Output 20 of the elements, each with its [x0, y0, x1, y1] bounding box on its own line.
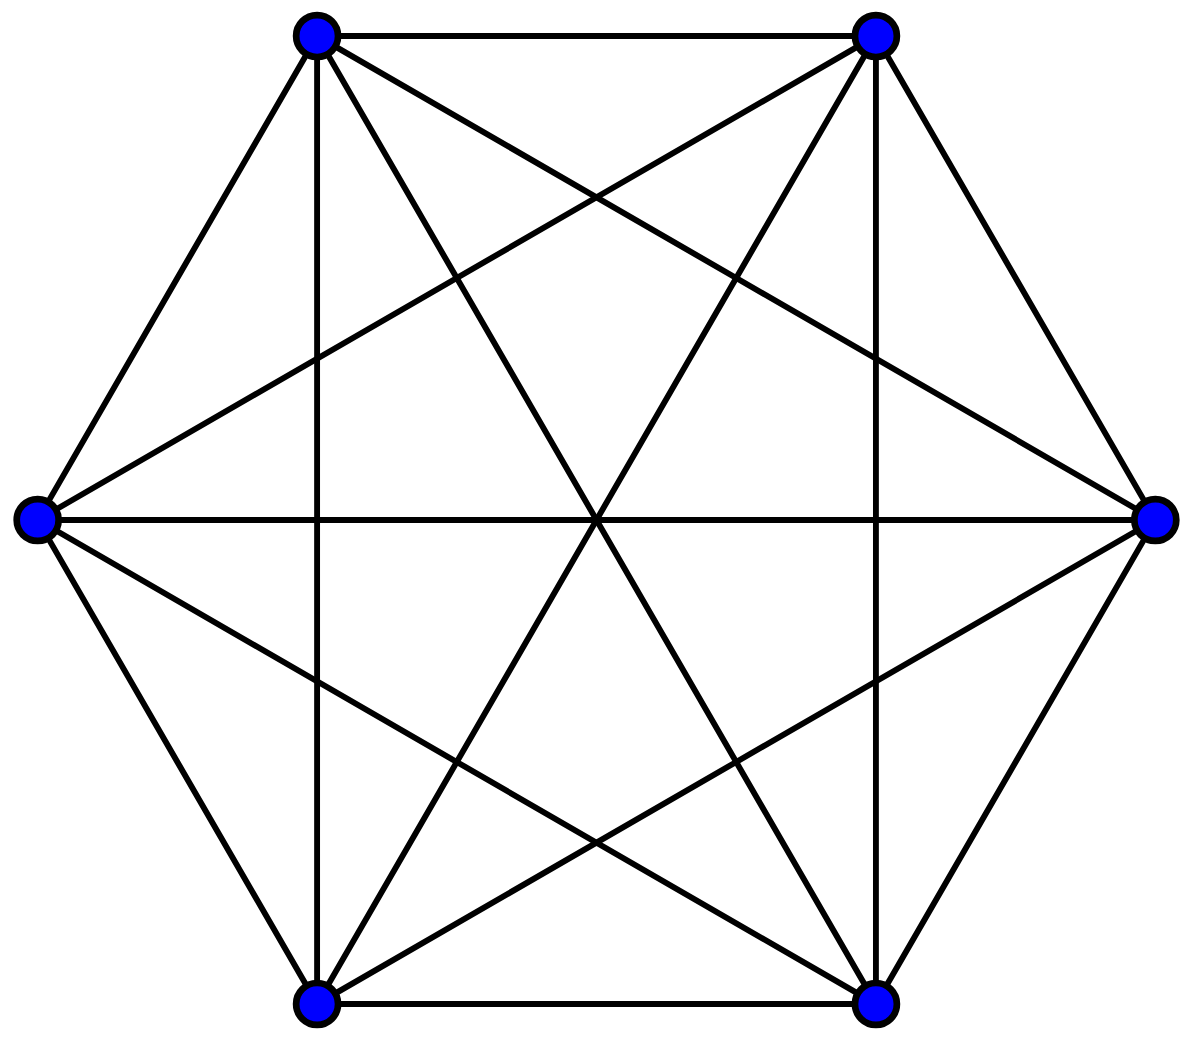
connector [334, 528, 1139, 996]
node-circle [292, 979, 342, 1029]
connector [338, 1001, 855, 1007]
node-circle [292, 11, 342, 61]
connector [45, 52, 309, 504]
node-circle [13, 495, 62, 545]
node-circle [1131, 495, 1180, 545]
connector [873, 57, 879, 983]
connector [338, 33, 855, 39]
connector [54, 44, 859, 512]
connector [314, 57, 321, 983]
node-circle [851, 979, 901, 1029]
connector [54, 528, 860, 996]
connector [45, 536, 309, 988]
connector [325, 53, 868, 987]
node-circle [851, 11, 901, 61]
connector [334, 44, 1139, 512]
connector [883, 536, 1148, 988]
connector [58, 517, 1134, 523]
connector [884, 52, 1148, 504]
